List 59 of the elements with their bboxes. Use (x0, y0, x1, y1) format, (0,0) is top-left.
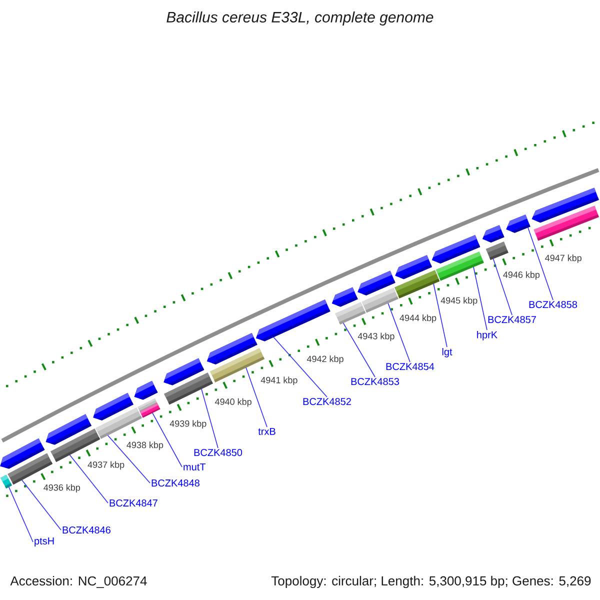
leader-line (342, 322, 376, 378)
scale-label: 4947 kbp (545, 254, 582, 263)
leader-line (388, 302, 410, 362)
scale-label: 4940 kbp (215, 398, 252, 407)
leader-line (69, 454, 108, 504)
gene-label: trxB (258, 428, 276, 435)
gene-box (394, 270, 440, 298)
gene-box (362, 288, 398, 313)
leader-line (246, 367, 268, 428)
gene-box (96, 407, 142, 439)
leader-line (492, 258, 512, 316)
gene-label: BCZK4850 (194, 449, 242, 456)
gene-label: BCZK4858 (529, 301, 578, 308)
scale-label: 4944 kbp (400, 314, 436, 323)
scale-label: 4945 kbp (440, 297, 478, 306)
leader-line (21, 480, 62, 530)
gene-box (8, 453, 53, 485)
gene-box (50, 428, 100, 462)
gene-box (486, 242, 508, 260)
gene-label: BCZK4857 (488, 316, 536, 324)
gene-label: BCZK4852 (303, 398, 351, 406)
leader-line (273, 336, 328, 398)
gene-label: hprK (477, 331, 498, 340)
scale-label: 4946 kbp (503, 271, 540, 280)
leader-line (201, 388, 218, 448)
gene-label: BCZK4854 (386, 363, 434, 370)
title: Bacillus cereus E33L, complete genome (166, 12, 434, 26)
leader-line (528, 227, 554, 300)
scale-label: 4939 kbp (170, 420, 206, 429)
scale-label: 4941 kbp (260, 376, 298, 386)
gene-label: ptsH (34, 538, 54, 546)
gene-block (256, 299, 330, 342)
scale-label: 4936 kbp (44, 484, 80, 492)
gene-block (506, 214, 530, 233)
footer-text: Topology: circular; Length: 5,300,915 bp; Genes: 5,269 (271, 576, 591, 588)
gene-box (164, 372, 213, 405)
gene-label: BCZK4848 (152, 479, 200, 487)
gene-box (436, 252, 484, 281)
gene-block (134, 380, 158, 400)
gene-label: mutT (184, 464, 206, 470)
leader-line (107, 434, 150, 484)
gene-label: BCZK4847 (110, 499, 158, 507)
leader-line (152, 412, 182, 468)
gene-block (482, 225, 504, 243)
gene-label: lgt (442, 348, 452, 358)
gene-label: BCZK4853 (351, 378, 400, 386)
scale-label: 4943 kbp (358, 332, 394, 342)
gene-box (335, 302, 366, 324)
gene-box (140, 403, 160, 418)
scale-label: 4938 kbp (126, 442, 164, 450)
gene-block (332, 287, 358, 307)
gene-box (534, 206, 599, 241)
scale-label: 4937 kbp (88, 461, 124, 470)
scale-label: 4942 kbp (306, 356, 344, 364)
leader-line (433, 283, 448, 348)
leader-line (473, 266, 488, 330)
gene-label: BCZK4846 (62, 526, 110, 534)
footer-text: Accession: NC_006274 (10, 576, 147, 588)
leader-line (8, 486, 34, 542)
